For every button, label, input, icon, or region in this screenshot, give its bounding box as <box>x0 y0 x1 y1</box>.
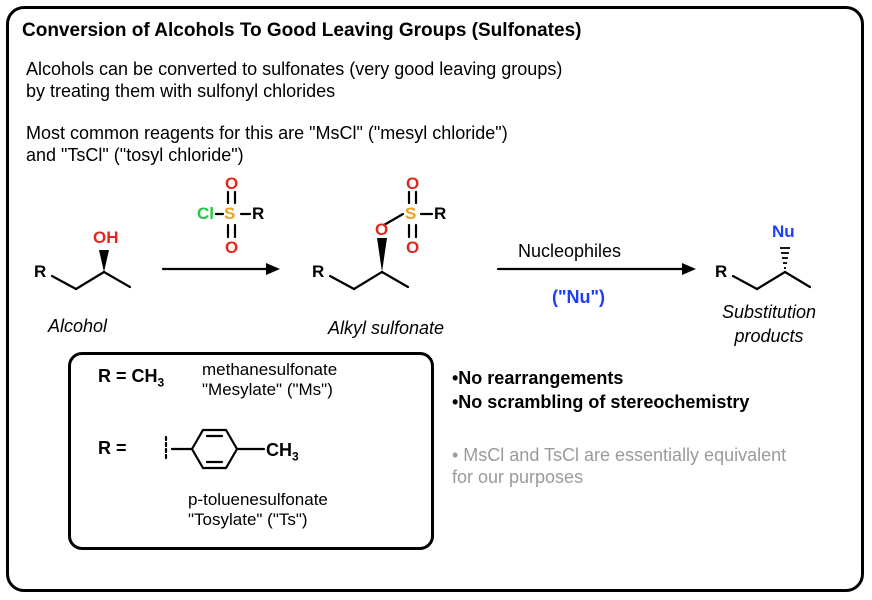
outer-frame <box>6 6 864 592</box>
reagents-line-2: and "TsCl" ("tosyl chloride") <box>26 145 244 165</box>
equivalence-note: • MsCl and TsCl are essentially equivale… <box>452 444 786 488</box>
mesylate-systematic-name: methanesulfonate <box>202 360 338 379</box>
intro-text: Alcohols can be converted to sulfonates … <box>26 58 562 102</box>
reagents-text: Most common reagents for this are "MsCl"… <box>26 122 508 166</box>
intro-line-1: Alcohols can be converted to sulfonates … <box>26 59 563 79</box>
product-hash-bond <box>780 247 790 269</box>
alcohol-bond-r <box>50 274 78 291</box>
substitution-caption-line-2: products <box>734 326 804 346</box>
sulfonate-wedge <box>377 238 387 272</box>
mesyl-r-definition: R = CH3 <box>98 366 164 390</box>
sulfonate-bond-1 <box>352 270 384 291</box>
tosylate-trivial-name: "Tosylate" ("Ts") <box>188 510 308 529</box>
product-bond-2 <box>783 270 812 289</box>
product-nu-label: Nu <box>772 222 795 241</box>
mesylate-trivial-name: "Mesylate" ("Ms") <box>202 380 333 399</box>
sulfonate-s-label: S <box>405 204 417 223</box>
reagent-o-top-label: O <box>225 174 239 193</box>
sulfonate-r2-label: R <box>434 204 447 223</box>
alcohol-caption: Alcohol <box>48 316 108 336</box>
substitution-caption-line-1: Substitution <box>722 302 817 322</box>
intro-line-2: by treating them with sulfonyl chlorides <box>26 81 336 101</box>
reagent-r-label: R <box>252 204 265 223</box>
sulfonate-o-bottom-label: O <box>406 238 420 257</box>
equivalence-note-line-2: for our purposes <box>452 467 584 487</box>
arrow-2-head <box>682 263 696 275</box>
tosyl-ch3-label: CH3 <box>266 440 299 464</box>
sulfonate-bond-2 <box>380 270 410 289</box>
key-point-no-scrambling: •No scrambling of stereochemistry <box>452 392 750 412</box>
reagents-line-1: Most common reagents for this are "MsCl"… <box>26 123 508 143</box>
tosyl-ch3-text: CH <box>266 440 292 460</box>
alcohol-bond-1 <box>74 270 106 291</box>
page-title: Conversion of Alcohols To Good Leaving G… <box>22 20 582 41</box>
alcohol-wedge <box>99 250 109 272</box>
product-bond-1 <box>755 270 787 291</box>
tosylate-systematic-name: p-toluenesulfonate <box>188 490 328 509</box>
product-bond-r <box>731 274 759 291</box>
alcohol-oh-label: OH <box>93 228 119 247</box>
product-r-label: R <box>715 262 728 281</box>
sulfonate-o-label: O <box>375 220 389 239</box>
sulfonate-bond-r <box>328 274 356 291</box>
alcohol-r-label: R <box>34 262 47 281</box>
r-definition-box <box>68 352 434 550</box>
tosylate-names: p-toluenesulfonate "Tosylate" ("Ts") <box>188 490 328 530</box>
key-points: •No rearrangements •No scrambling of ste… <box>452 366 749 414</box>
arrow-2-label: Nucleophiles <box>518 241 622 261</box>
sulfonate-caption: Alkyl sulfonate <box>328 318 445 338</box>
arrow-2-sublabel: ("Nu") <box>552 287 606 307</box>
tosyl-r-definition: R = <box>98 438 127 458</box>
o-s-bond <box>382 212 405 227</box>
reagent-s-label: S <box>224 204 236 223</box>
reagent-cl-label: Cl <box>197 204 214 223</box>
key-point-no-rearrangements: •No rearrangements <box>452 368 624 388</box>
alcohol-bond-2 <box>102 270 132 289</box>
reagent-o-bottom-label: O <box>225 238 239 257</box>
sulfonate-r-label: R <box>312 262 325 281</box>
arrow-1-head <box>266 263 280 275</box>
mesyl-r-text: R = CH <box>98 366 158 386</box>
sulfonate-o-top-label: O <box>406 174 420 193</box>
mesylate-names: methanesulfonate "Mesylate" ("Ms") <box>202 360 337 400</box>
tosyl-ch3-subscript: 3 <box>292 449 299 464</box>
equivalence-note-line-1: • MsCl and TsCl are essentially equivale… <box>452 445 787 465</box>
mesyl-r-subscript: 3 <box>157 375 165 390</box>
substitution-caption: Substitution products <box>722 300 816 348</box>
